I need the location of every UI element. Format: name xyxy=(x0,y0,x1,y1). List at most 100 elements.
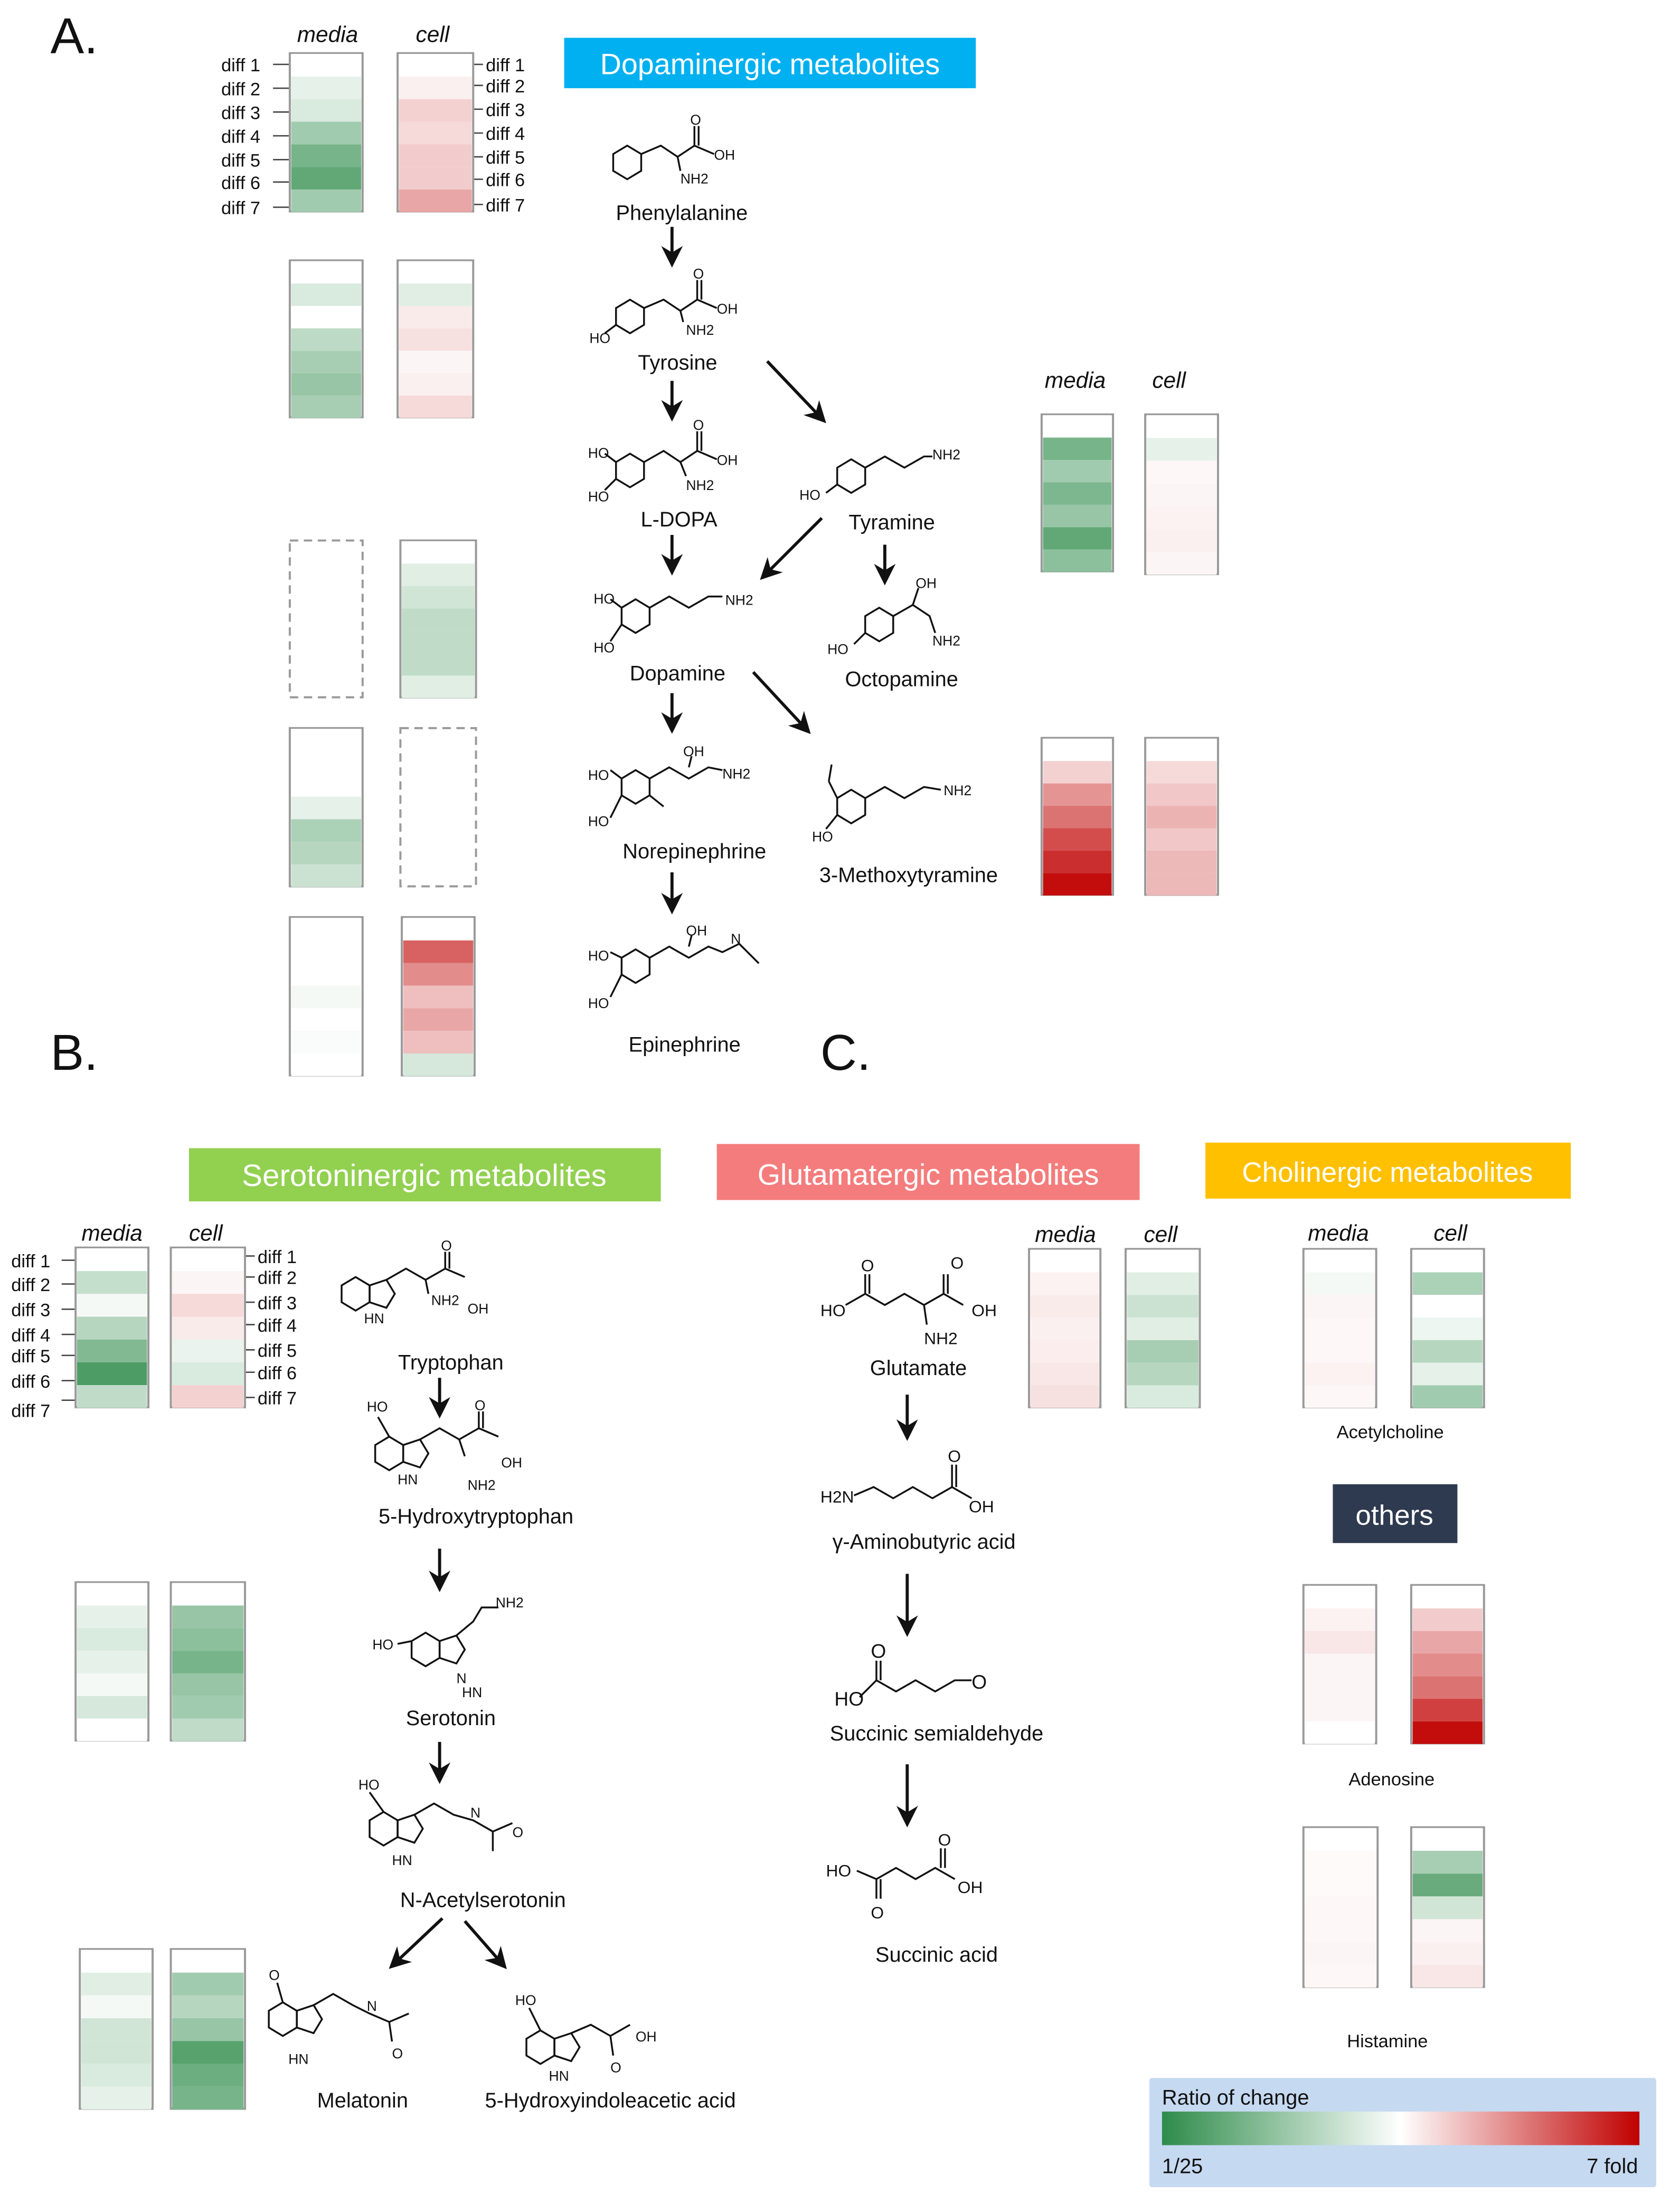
heatmap-cell-cell-diff-4 xyxy=(172,2018,244,2041)
svg-text:diff 7: diff 7 xyxy=(221,199,260,219)
heatmap-cell-media-diff-1 xyxy=(291,729,362,752)
svg-text:diff 1: diff 1 xyxy=(486,55,525,76)
heatmap-cell-media-diff-3 xyxy=(1305,1874,1376,1897)
label-melatonin: Melatonin xyxy=(317,2089,408,2112)
heatmap-cell-media-diff-1 xyxy=(1043,738,1112,761)
label-epinephrine: Epinephrine xyxy=(629,1033,741,1056)
heatmap-cell-media-diff-7 xyxy=(291,1053,362,1076)
heatmap-cell-cell-diff-4 xyxy=(172,1316,244,1340)
svg-text:diff 4: diff 4 xyxy=(221,127,260,147)
svg-text:HN: HN xyxy=(462,1684,482,1700)
heatmap-cell-cell-diff-1 xyxy=(1412,1828,1483,1851)
heatmap-cell-cell-diff-6 xyxy=(172,1362,244,1386)
heatmap-cell-media-diff-7 xyxy=(291,189,362,212)
heatmap-cell-media-diff-2 xyxy=(81,1972,152,1996)
heatmap-cell-media-diff-6 xyxy=(291,167,362,190)
svg-text:O: O xyxy=(610,2060,621,2076)
svg-text:HO: HO xyxy=(367,1399,388,1415)
structure-gaba xyxy=(853,1464,973,1500)
heatmap-cell-cell-diff-6 xyxy=(172,1696,244,1719)
heatmap-cell-cell-diff-7 xyxy=(399,396,472,418)
svg-text:O: O xyxy=(513,1824,524,1840)
heatmap-cell-media-diff-6 xyxy=(1043,527,1112,550)
svg-text:O: O xyxy=(690,112,701,128)
cell-label: cell xyxy=(416,22,450,47)
heatmap-cell-cell-diff-1 xyxy=(1412,1249,1483,1273)
heatmap-cell-media-diff-6 xyxy=(291,842,362,865)
svg-text:others: others xyxy=(1355,1500,1433,1531)
heatmap-cell-media-diff-3 xyxy=(291,774,362,797)
heatmap-cell-cell-diff-4 xyxy=(399,121,472,145)
heatmap-cell-cell-diff-2 xyxy=(1146,761,1217,784)
svg-text:NH2: NH2 xyxy=(943,783,971,798)
svg-text:diff 2: diff 2 xyxy=(486,77,525,97)
heatmap-cell-media-diff-3 xyxy=(1030,1295,1099,1318)
svg-text:HN: HN xyxy=(364,1311,384,1326)
heatmap-cell-media-diff-3 xyxy=(1043,783,1112,806)
heatmap-cell-cell-diff-1 xyxy=(172,1583,244,1606)
svg-text:Glutamatergic metabolites: Glutamatergic metabolites xyxy=(758,1158,1099,1191)
svg-text:HO: HO xyxy=(812,829,833,845)
svg-text:Cholinergic metabolites: Cholinergic metabolites xyxy=(1242,1157,1533,1188)
heatmap-cell-cell-diff-5 xyxy=(1146,506,1217,530)
svg-text:N: N xyxy=(456,1670,466,1686)
svg-text:OH: OH xyxy=(501,1455,522,1471)
heatmap-dopamine xyxy=(288,727,477,888)
svg-text:O: O xyxy=(693,266,704,282)
heatmap-cell-media-diff-5 xyxy=(1043,504,1112,528)
svg-text:diff 3: diff 3 xyxy=(11,1301,50,1321)
svg-text:OH: OH xyxy=(714,147,735,163)
svg-text:HO: HO xyxy=(588,445,609,461)
heatmap-cell-cell-diff-5 xyxy=(1146,828,1217,851)
svg-text:diff 4: diff 4 xyxy=(258,1316,297,1336)
heatmap-cell-cell-diff-4 xyxy=(1127,1317,1198,1340)
heatmap-cell-media-diff-4 xyxy=(1043,806,1112,829)
heatmap-cell-cell-diff-7 xyxy=(403,1053,474,1076)
svg-text:diff 2: diff 2 xyxy=(221,79,260,99)
heatmap-cell-media-diff-4 xyxy=(1043,482,1112,505)
heatmap-cell-media-diff-2 xyxy=(291,940,362,963)
heatmap-cell-cell-diff-3 xyxy=(1412,1631,1483,1654)
media-label: media xyxy=(81,1220,143,1245)
label-ldopa: L-DOPA xyxy=(641,508,718,531)
heatmap-cell-cell-diff-2 xyxy=(1412,1272,1483,1295)
structure-epinephrine xyxy=(609,935,760,997)
color-legend: Ratio of change 1/25 7 fold xyxy=(1149,2078,1656,2187)
svg-text:HO: HO xyxy=(834,1688,864,1710)
heatmap-ldopa xyxy=(288,539,477,699)
svg-text:diff 7: diff 7 xyxy=(11,1401,50,1422)
heatmap-cell-cell-diff-1 xyxy=(172,1248,244,1272)
svg-text:N: N xyxy=(731,931,741,947)
heatmap-cell-media-diff-3 xyxy=(1305,1631,1375,1654)
heatmap-cell-cell-diff-3 xyxy=(172,1628,244,1651)
heatmap-cell-media-diff-1 xyxy=(291,54,362,77)
heatmap-cell-media-diff-6 xyxy=(1305,1362,1375,1386)
svg-text:diff 6: diff 6 xyxy=(258,1363,297,1383)
svg-text:O: O xyxy=(948,1446,961,1465)
heatmap-cell-cell-diff-2 xyxy=(172,1271,244,1294)
heatmap-cell-media-diff-5 xyxy=(77,1673,147,1696)
heatmap-cell-cell-diff-7 xyxy=(402,675,475,698)
dopaminergic-structures xyxy=(604,126,941,997)
heatmap-cell-media-diff-7 xyxy=(1043,549,1112,572)
heatmap-cell-media-diff-5 xyxy=(1305,1676,1375,1699)
heatmap-cell-media-diff-5 xyxy=(77,1339,147,1362)
svg-text:HO: HO xyxy=(589,331,610,346)
svg-text:Serotoninergic metabolites: Serotoninergic metabolites xyxy=(242,1159,607,1193)
heatmap-cell-cell-diff-2 xyxy=(172,1972,244,1996)
svg-text:HO: HO xyxy=(826,1861,852,1880)
heatmap-cell-media-diff-7 xyxy=(77,1718,147,1742)
svg-text:OH: OH xyxy=(683,743,704,759)
heatmap-cell-cell-diff-1 xyxy=(402,541,475,564)
legend-min: 1/25 xyxy=(1162,2154,1203,2178)
heatmap-cell-cell-diff-5 xyxy=(1412,1919,1483,1942)
heatmap-cell-media-diff-1 xyxy=(81,1950,152,1973)
svg-text:HN: HN xyxy=(288,2051,308,2067)
heatmap-cell-cell-diff-2 xyxy=(1146,438,1217,461)
svg-text:NH2: NH2 xyxy=(496,1595,524,1611)
svg-text:diff 4: diff 4 xyxy=(486,124,525,144)
svg-text:O: O xyxy=(441,1238,452,1254)
heatmap-cell-media-diff-2 xyxy=(1305,1608,1375,1631)
heatmap-cell-media-diff-5 xyxy=(291,1008,362,1031)
